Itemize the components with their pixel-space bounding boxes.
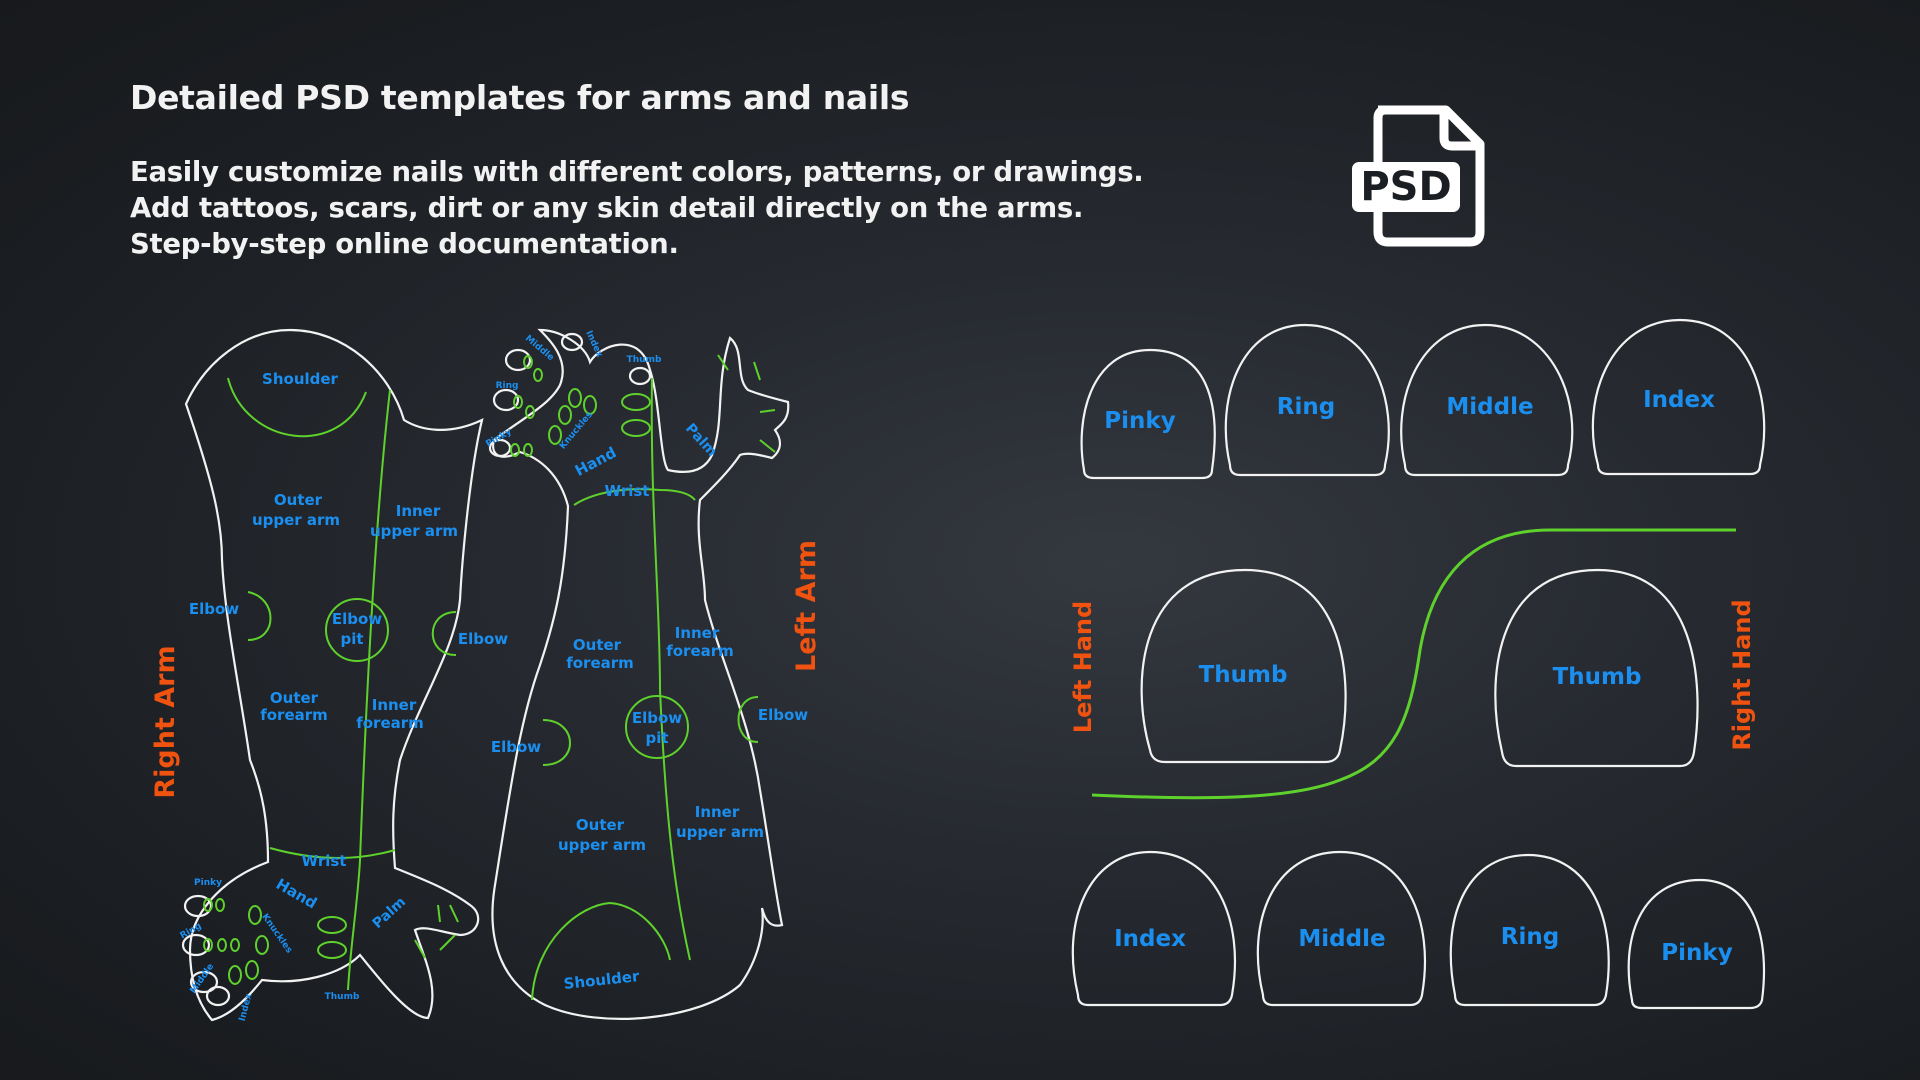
nail-bottom-middle-label: Middle <box>1298 926 1385 952</box>
nail-bottom-pinky-label: Pinky <box>1661 940 1732 966</box>
left-arm-outer-upper-label: upper arm <box>558 836 646 854</box>
left-arm-elbow-pit-label: Elbow <box>632 709 682 727</box>
nail-top-index <box>1591 318 1766 476</box>
nails-divider-curve <box>1091 528 1736 800</box>
nail-top-index-label: Index <box>1643 387 1715 413</box>
nail-top-pinky-label: Pinky <box>1104 408 1175 434</box>
left-arm-inner-upper-label: Inner <box>695 803 740 821</box>
left-arm-outer-upper-label: Outer <box>576 816 625 834</box>
headline: Detailed PSD templates for arms and nail… <box>130 78 910 117</box>
right-arm-outer-upper-label: upper arm <box>252 511 340 529</box>
left-arm-elbow-left-label: Elbow <box>491 738 541 756</box>
nail-top-middle <box>1400 323 1574 477</box>
right-arm-outer-forearm-label: forearm <box>260 706 328 724</box>
right-arm-inner-forearm-label: Inner <box>372 696 417 714</box>
right-arm-elbow-left-label: Elbow <box>189 600 239 618</box>
nail-top-middle-label: Middle <box>1446 394 1533 420</box>
nail-top-ring-label: Ring <box>1277 394 1335 420</box>
left-arm-outline <box>491 328 790 1020</box>
left-arm-palm-label: Palm <box>682 421 720 460</box>
nail-top-ring <box>1224 323 1390 477</box>
left-arm-inner-forearm-label: Inner <box>675 624 720 642</box>
right-arm-outer-forearm-label: Outer <box>270 689 319 707</box>
left-arm-fingers <box>488 332 776 458</box>
description: Easily customize nails with different co… <box>130 154 1144 262</box>
left-arm-outer-forearm-label: forearm <box>566 654 634 672</box>
psd-file-icon: PSD <box>1352 105 1485 247</box>
nail-bottom-index-label: Index <box>1114 926 1186 952</box>
nails-template: Pinky Ring Middle Index Thumb Thumb Inde… <box>1069 318 1766 1010</box>
description-line: Step-by-step online documentation. <box>130 228 679 260</box>
right-arm-fingers <box>181 894 459 1007</box>
right-arm-index-label: Index <box>238 992 255 1022</box>
nail-thumb-left <box>1140 568 1347 764</box>
right-arm-shoulder-label: Shoulder <box>262 370 339 388</box>
nail-thumb-left-label: Thumb <box>1199 662 1288 688</box>
nail-top-pinky <box>1080 348 1216 480</box>
left-arm-hand-label: Hand <box>572 443 619 480</box>
left-arm-ring-label: Ring <box>496 381 519 391</box>
left-arm-outer-forearm-label: Outer <box>573 636 622 654</box>
left-arm-elbow-right-label: Elbow <box>758 706 808 724</box>
right-arm-inner-upper-label: Inner <box>396 502 441 520</box>
description-line: Easily customize nails with different co… <box>130 156 1144 188</box>
right-arm-outline <box>184 328 484 1022</box>
nail-bottom-ring <box>1449 853 1610 1007</box>
left-arm-inner-forearm-label: forearm <box>666 642 734 660</box>
left-arm-knuckles-label: Knuckles <box>558 410 595 451</box>
right-arm-pinky-label: Pinky <box>194 878 222 888</box>
right-arm-knuckles-label: Knuckles <box>259 912 293 955</box>
nails-right-hand-title: Right Hand <box>1728 599 1756 750</box>
right-arm-title: Right Arm <box>150 645 181 798</box>
nail-bottom-index <box>1071 850 1237 1007</box>
right-arm-elbow-pit-label: pit <box>340 630 363 648</box>
right-arm-elbow-right-label: Elbow <box>458 630 508 648</box>
right-arm-outer-upper-label: Outer <box>274 491 323 509</box>
right-arm-hand-label: Hand <box>273 875 320 913</box>
nail-bottom-pinky <box>1627 878 1766 1010</box>
right-arm-elbow-pit-label: Elbow <box>332 610 382 628</box>
right-arm-inner-forearm-label: forearm <box>356 714 424 732</box>
left-arm-thumb-label: Thumb <box>627 355 662 365</box>
left-arm-title: Left Arm <box>791 540 822 672</box>
left-arm-template: Shoulder Outer upper arm Inner upper arm… <box>484 328 822 1020</box>
right-arm-thumb-label: Thumb <box>325 992 360 1002</box>
left-arm-wrist-label: Wrist <box>605 482 650 500</box>
right-arm-palm-label: Palm <box>370 894 409 932</box>
nail-thumb-right <box>1494 568 1699 768</box>
right-arm-template: Shoulder Outer upper arm Inner upper arm… <box>150 328 508 1022</box>
right-arm-inner-upper-label: upper arm <box>370 522 458 540</box>
right-arm-wrist-label: Wrist <box>302 852 347 870</box>
nail-thumb-right-label: Thumb <box>1553 664 1642 690</box>
nail-bottom-middle <box>1256 850 1427 1007</box>
description-line: Add tattoos, scars, dirt or any skin det… <box>130 192 1084 224</box>
left-arm-shoulder-label: Shoulder <box>563 967 641 993</box>
nails-left-hand-title: Left Hand <box>1069 601 1097 733</box>
left-arm-inner-upper-label: upper arm <box>676 823 764 841</box>
left-arm-elbow-pit-label: pit <box>645 729 668 747</box>
left-arm-middle-label: Middle <box>523 334 556 364</box>
nail-bottom-ring-label: Ring <box>1501 924 1559 950</box>
psd-icon-label: PSD <box>1360 164 1451 210</box>
